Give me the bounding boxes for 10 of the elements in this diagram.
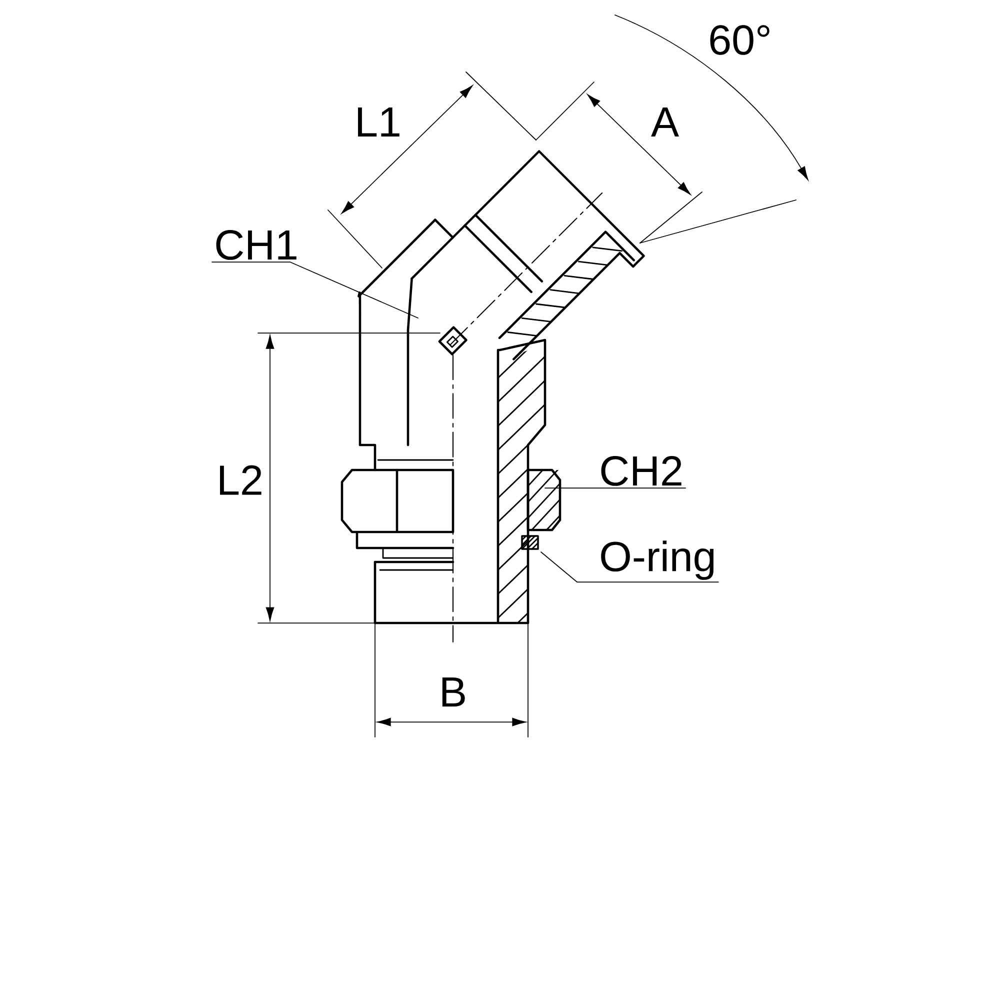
dimension-label: 60° <box>710 25 770 55</box>
leader-line <box>212 262 418 318</box>
callout-label: CH1 <box>216 230 296 260</box>
dimension-label: L2 <box>220 465 262 495</box>
callout-label: CH2 <box>601 456 682 486</box>
dimension-label: B <box>442 678 465 707</box>
dimension-label: A <box>651 108 679 136</box>
leader-line <box>540 552 719 582</box>
callout-label: O-ring <box>601 540 714 580</box>
dimension-label: L1 <box>358 108 400 136</box>
